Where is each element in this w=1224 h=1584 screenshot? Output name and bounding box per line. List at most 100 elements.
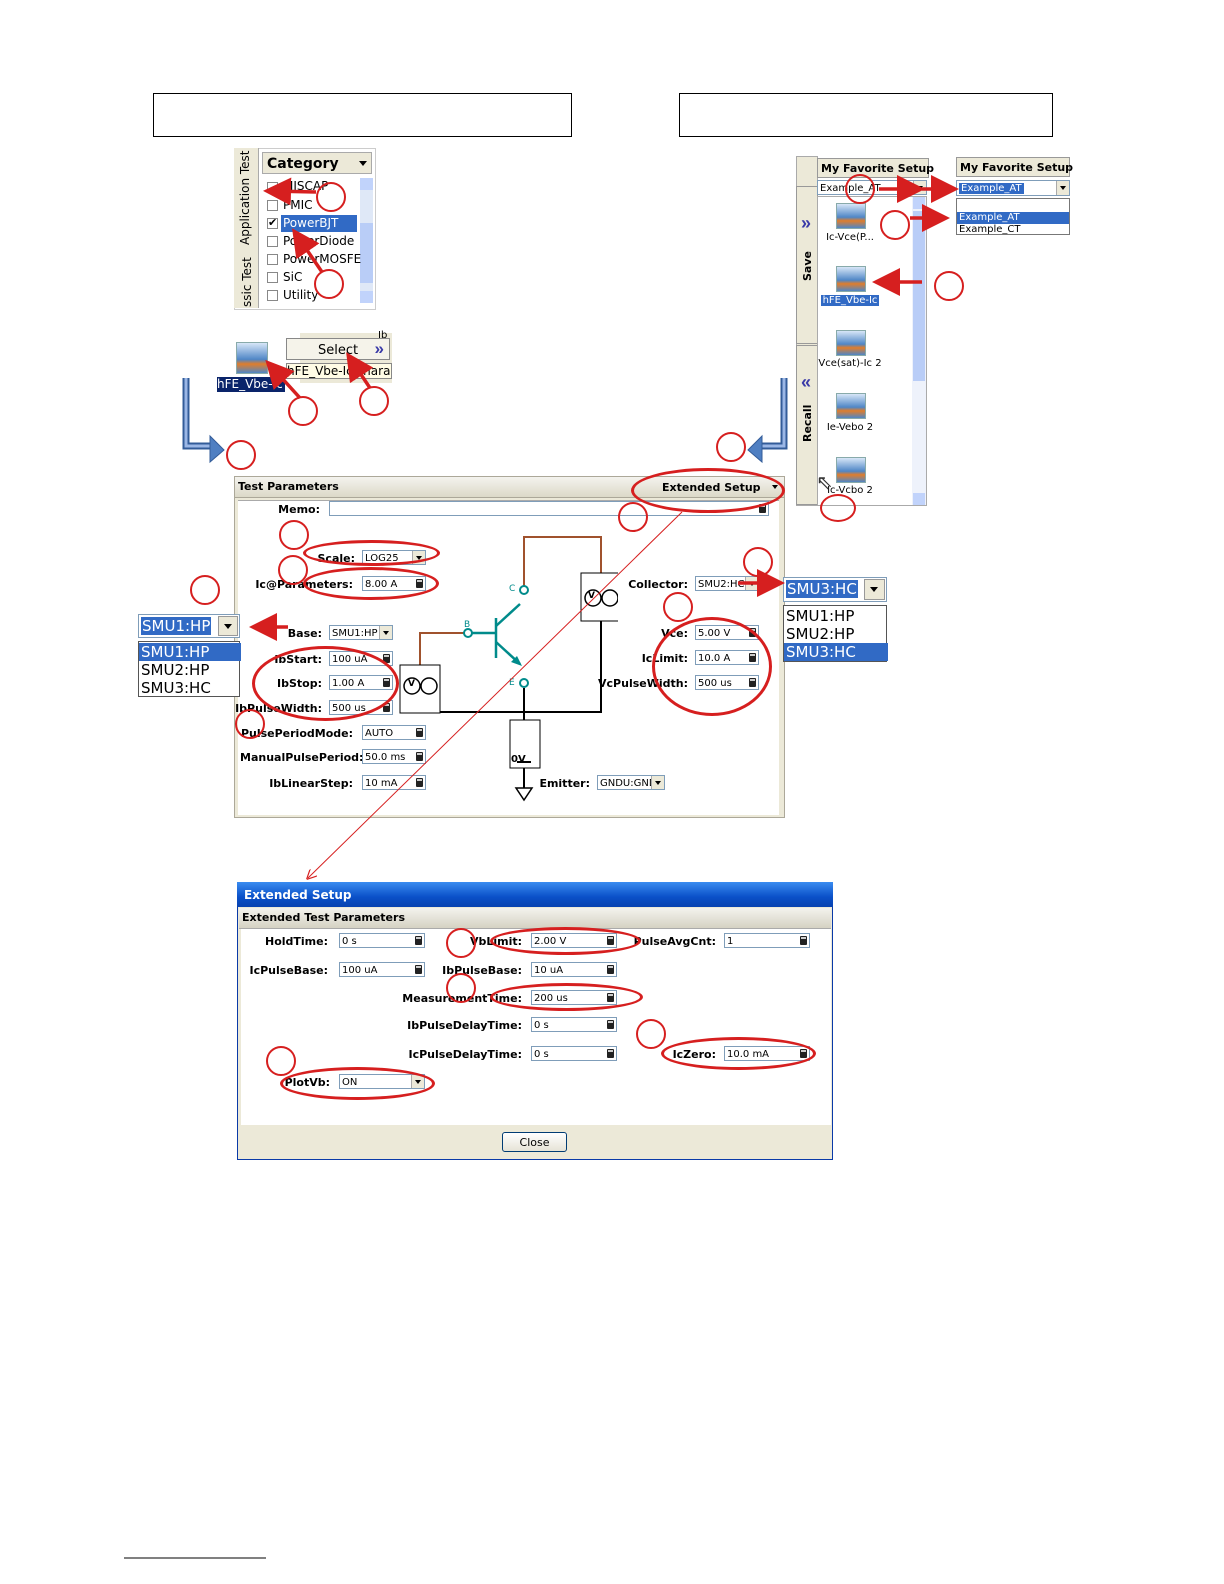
favorite-item-vce-sat-ic[interactable]: Vce(sat)-Ic 2 xyxy=(818,358,882,369)
header-box-right xyxy=(679,93,1053,137)
favorite-item-ic-vce[interactable]: Ic-Vce(P... xyxy=(826,232,874,243)
favorite-item-ie-vebo[interactable]: Ie-Vebo 2 xyxy=(826,422,874,433)
favorite-dropdown-select[interactable]: Example_AT xyxy=(956,180,1070,196)
ibpulsedelaytime-input[interactable]: 0 s xyxy=(531,1017,617,1032)
vce-sat-ic-icon[interactable] xyxy=(836,330,866,356)
manualpulseperiod-input[interactable]: 50.0 ms xyxy=(362,749,426,764)
blue-arrow-right xyxy=(760,378,788,450)
arrow-powerbjt xyxy=(292,228,324,273)
mouse-cursor-icon: ⇖ xyxy=(816,472,833,494)
annotation-oval-vblimit xyxy=(490,927,641,955)
ic-vce-icon[interactable] xyxy=(836,203,866,229)
hfe-vbe-ic-icon[interactable] xyxy=(836,266,866,292)
favorite-dropdown-header-label: My Favorite Setup xyxy=(960,161,1074,174)
favorite-option-example-ct[interactable]: Example_CT xyxy=(959,224,1021,235)
pulseavgcnt-label: PulseAvgCnt: xyxy=(633,935,716,948)
emitter-select[interactable]: GNDU:GND xyxy=(597,775,665,790)
smu-left-option-1[interactable]: SMU1:HP xyxy=(139,643,241,661)
base-select[interactable]: SMU1:HP xyxy=(329,625,393,640)
favorite-item-ic-vcbo[interactable]: Ic-Vcbo 2 xyxy=(827,485,873,496)
icpulsebase-label: IcPulseBase: xyxy=(249,964,329,977)
arrow-select xyxy=(346,352,374,389)
icpulsebase-input[interactable]: 100 uA xyxy=(339,962,425,977)
arrow-extended-setup-link xyxy=(308,511,683,878)
close-button-label: Close xyxy=(519,1136,550,1149)
favorite-dropdown-list: Example_AT Example_CT xyxy=(956,198,1070,235)
category-header-label: Category xyxy=(267,156,339,172)
smu-right-option-1[interactable]: SMU1:HP xyxy=(786,607,855,625)
category-item-utility[interactable]: Utility xyxy=(283,288,319,302)
circuit-label-e: E xyxy=(509,678,515,688)
hfe-vbe-ic-icon[interactable] xyxy=(236,342,268,374)
transistor-circuit-diagram xyxy=(399,536,618,802)
favorite-header[interactable]: My Favorite Setup xyxy=(817,158,934,178)
annotation-oval-plotvb xyxy=(280,1067,435,1100)
callout-circle xyxy=(618,502,648,532)
category-side-tabs xyxy=(234,148,259,308)
callout-circle xyxy=(190,575,220,605)
annotation-oval-measurementtime xyxy=(490,983,643,1011)
smu-left-option-3[interactable]: SMU3:HC xyxy=(141,679,211,697)
callout-circle xyxy=(820,494,856,522)
holdtime-input[interactable]: 0 s xyxy=(339,933,425,948)
favorite-list xyxy=(817,196,927,506)
close-button[interactable]: Close xyxy=(502,1132,567,1152)
double-chevron-right-icon: » xyxy=(801,213,812,233)
category-item-sic[interactable]: SiC xyxy=(283,270,303,284)
callout-circle xyxy=(845,174,875,204)
checkbox-powerdiode[interactable] xyxy=(267,236,278,247)
base-label: Base: xyxy=(287,627,322,640)
calculator-icon xyxy=(383,703,390,712)
smu-left-option-2[interactable]: SMU2:HP xyxy=(141,661,210,679)
callout-circle xyxy=(636,1019,666,1049)
checkbox-sic[interactable] xyxy=(267,272,278,283)
callout-circle xyxy=(446,928,476,958)
collector-wire xyxy=(523,536,602,590)
smu-left-options: SMU1:HP SMU2:HP SMU3:HC xyxy=(138,641,241,697)
annotation-oval-scale xyxy=(303,540,440,566)
checkbox-powermosfet[interactable] xyxy=(267,254,278,265)
callout-circle xyxy=(663,592,693,622)
pulseperiodmode-input[interactable]: AUTO xyxy=(362,725,426,740)
category-item-powerbjt-highlight xyxy=(281,215,357,232)
smu-right-option-2[interactable]: SMU2:HP xyxy=(786,625,855,643)
checkbox-utility[interactable] xyxy=(267,290,278,301)
smu-right-option-3[interactable]: SMU3:HC xyxy=(784,643,888,661)
category-item-powerbjt[interactable]: PowerBJT xyxy=(283,216,339,230)
callout-circle xyxy=(279,520,309,550)
favorite-option-example-at[interactable]: Example_AT xyxy=(957,212,1069,224)
arrow-icon xyxy=(265,359,302,400)
extended-params-section-title: Extended Test Parameters xyxy=(242,911,405,924)
circuit-label-0v: 0V xyxy=(511,754,526,765)
callout-circle xyxy=(226,440,256,470)
category-header[interactable]: Category xyxy=(262,152,372,174)
calculator-icon xyxy=(607,1020,614,1029)
chevron-down-icon xyxy=(864,579,885,600)
emitter-label: Emitter: xyxy=(539,777,590,790)
icpulsedelaytime-input[interactable]: 0 s xyxy=(531,1046,617,1061)
ie-vebo-icon[interactable] xyxy=(836,393,866,419)
double-chevron-left-icon: « xyxy=(801,372,812,392)
smu-right-select[interactable]: SMU3:HC xyxy=(783,577,887,602)
calculator-icon xyxy=(415,936,422,945)
arrow-miscap xyxy=(263,177,317,206)
circuit-label-c: C xyxy=(509,584,516,594)
calculator-icon xyxy=(415,965,422,974)
favorite-item-hfe-vbe-ic[interactable]: hFE_Vbe-Ic xyxy=(821,295,879,306)
category-scrollbar[interactable] xyxy=(360,178,373,303)
checkbox-powerbjt[interactable]: ✔ xyxy=(267,217,278,229)
smu-right-options: SMU1:HP SMU2:HP SMU3:HC xyxy=(783,605,888,662)
annotation-oval-vc xyxy=(652,617,772,716)
calculator-icon xyxy=(416,728,423,737)
ic-vcbo-icon[interactable] xyxy=(836,457,866,483)
double-chevron-right-icon: » xyxy=(374,339,384,358)
pulseavgcnt-input[interactable]: 1 xyxy=(724,933,810,948)
chevron-down-icon xyxy=(218,616,238,636)
favorite-dropdown-value: Example_AT xyxy=(959,183,1024,194)
favorite-dropdown-header[interactable]: My Favorite Setup xyxy=(956,157,1074,177)
ibpulsebase-input[interactable]: 10 uA xyxy=(531,962,617,977)
collector-return-wire xyxy=(524,617,602,713)
callout-circle xyxy=(314,269,344,299)
smu-left-select[interactable]: SMU1:HP xyxy=(138,614,240,638)
